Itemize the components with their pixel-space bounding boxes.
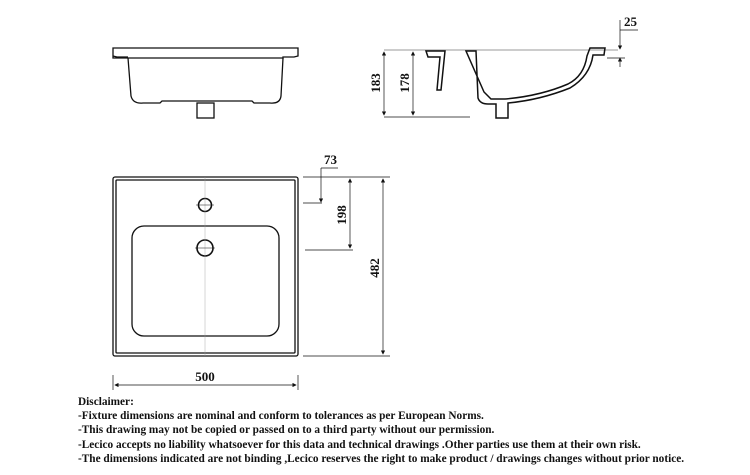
disclaimer-line: -Lecico accepts no liability whatsoever … (78, 438, 641, 451)
disclaimer-line: -Fixture dimensions are nominal and conf… (78, 410, 484, 423)
dim-482-label: 482 (367, 258, 382, 278)
side-section-view (381, 20, 638, 119)
front-view (112, 47, 299, 119)
disclaimer: Disclaimer: -Fixture dimensions are nomi… (78, 395, 684, 466)
disclaimer-line: -The dimensions indicated are not bindin… (78, 452, 685, 465)
dim-198-label: 198 (334, 205, 349, 225)
dim-183-label: 183 (368, 73, 383, 93)
dim-500-label: 500 (195, 369, 215, 384)
plan-dimension-lines (112, 167, 390, 390)
dim-25-label: 25 (624, 14, 638, 29)
disclaimer-line: -This drawing may not be copied or passe… (78, 424, 495, 437)
dim-178-label: 178 (397, 73, 412, 93)
plan-view (112, 176, 299, 357)
disclaimer-title: Disclaimer: (78, 396, 134, 408)
dim-73-label: 73 (324, 152, 338, 167)
